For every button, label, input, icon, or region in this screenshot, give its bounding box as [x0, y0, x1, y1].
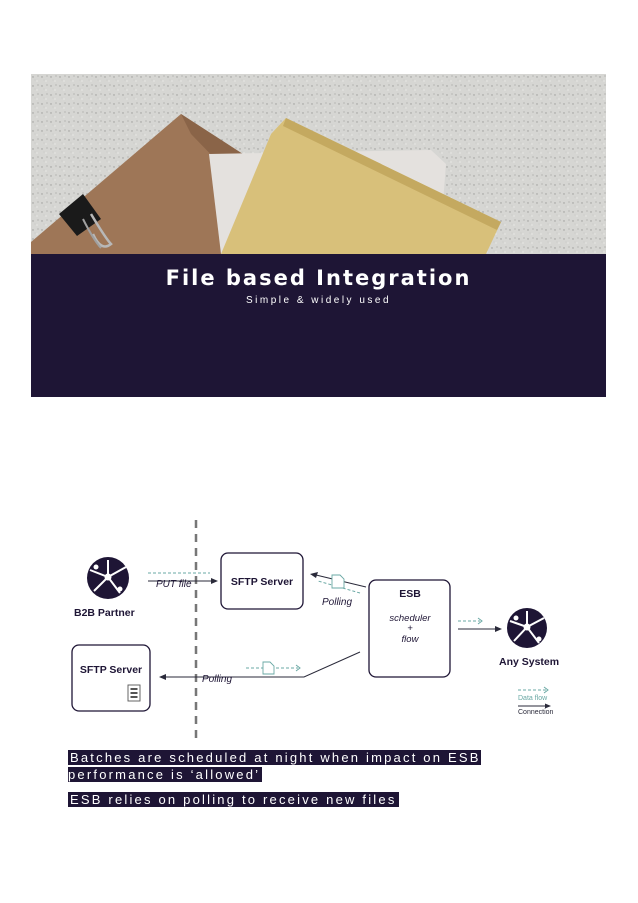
esb-scheduler-label: scheduler	[389, 613, 431, 624]
folders-photo	[31, 74, 606, 254]
file-icon	[262, 661, 275, 675]
sftp-server-top-label: SFTP Server	[231, 576, 293, 588]
legend-data-flow-label: Data flow	[518, 695, 548, 702]
polling-bottom-label: Polling	[202, 674, 232, 685]
put-file-label: PUT file	[156, 579, 192, 590]
slide-subtitle: Simple & widely used	[245, 295, 392, 306]
caption-batches: Batches are scheduled at night when impa…	[68, 750, 481, 782]
b2b-partner-label: B2B Partner	[74, 607, 135, 619]
any-system-globe-icon	[507, 608, 547, 648]
server-icon	[127, 684, 141, 702]
title-slide: File based Integration Simple & widely u…	[31, 74, 606, 397]
slide-title: File based Integration	[165, 266, 472, 290]
integration-diagram: B2B Partner PUT file SFTP Server Polling…	[71, 520, 559, 740]
sftp-server-top-box	[220, 552, 304, 610]
legend-connection-label: Connection	[518, 709, 554, 716]
polling-top-label: Polling	[322, 597, 352, 608]
any-system-label: Any System	[499, 656, 559, 668]
sftp-server-bottom-label: SFTP Server	[80, 664, 142, 676]
b2b-partner-globe-icon	[87, 557, 129, 599]
esb-plus-label: +	[407, 623, 413, 634]
esb-flow-label: flow	[402, 634, 420, 645]
polling-bottom-connection	[165, 651, 361, 678]
caption-polling: ESB relies on polling to receive new fil…	[68, 792, 399, 807]
esb-label: ESB	[399, 588, 421, 600]
esb-box	[368, 579, 451, 678]
file-icon	[331, 574, 345, 589]
